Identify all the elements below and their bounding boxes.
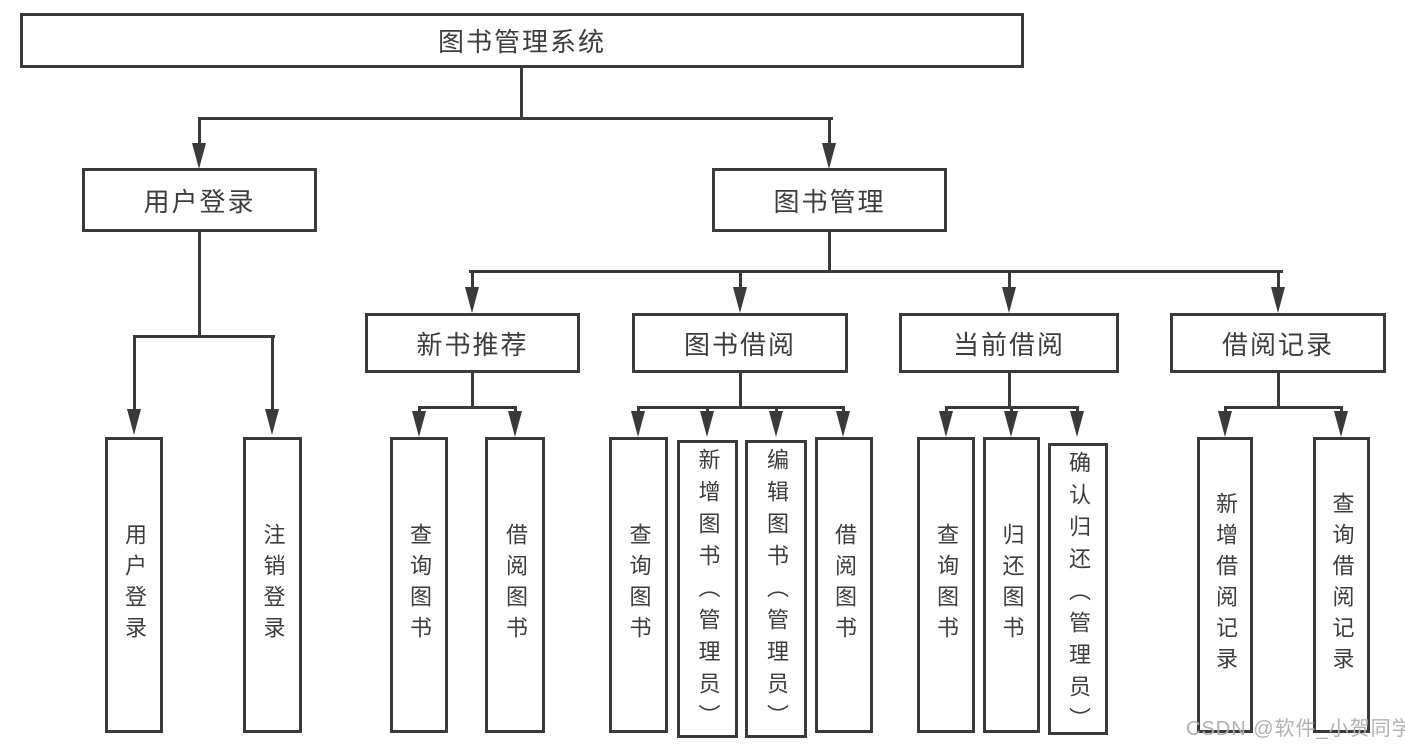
arrow-down-icon xyxy=(192,143,206,169)
node-new-book-recommend-label: 新书推荐 xyxy=(416,329,529,360)
connector-line xyxy=(1224,406,1227,414)
arrow-down-icon xyxy=(822,143,836,169)
connector-line xyxy=(1010,406,1013,414)
arrow-down-icon xyxy=(1218,411,1232,437)
arrow-down-icon xyxy=(1334,411,1348,437)
connector-line xyxy=(198,117,201,145)
arrow-down-icon xyxy=(836,411,850,437)
connector-line xyxy=(418,406,517,409)
connector-line xyxy=(520,68,523,117)
leaf-borrow-books-recommend: 借阅图书 xyxy=(485,437,545,733)
leaf-query-books-recommend: 查询图书 xyxy=(390,437,448,733)
arrow-down-icon xyxy=(769,411,783,437)
connector-line xyxy=(828,117,831,145)
arrow-down-icon xyxy=(1271,287,1285,313)
connector-line xyxy=(133,335,136,411)
leaf-add-book-admin-label: 新增图书（管理员） xyxy=(695,448,721,736)
connector-line xyxy=(198,117,833,120)
connector-line xyxy=(1076,406,1079,414)
connector-line xyxy=(637,406,640,414)
leaf-query-books-recommend-label: 查询图书 xyxy=(407,523,432,647)
leaf-user-login-label: 用户登录 xyxy=(122,523,147,647)
connector-line xyxy=(1224,406,1342,409)
arrow-down-icon xyxy=(508,411,522,437)
connector-line xyxy=(828,232,831,272)
connector-line xyxy=(471,270,474,288)
node-current-borrow-label: 当前借阅 xyxy=(952,329,1065,360)
leaf-edit-book-admin-label: 编辑图书（管理员） xyxy=(764,448,789,736)
arrow-down-icon xyxy=(412,411,426,437)
leaf-query-borrow-record: 查询借阅记录 xyxy=(1313,437,1370,733)
connector-line xyxy=(133,335,275,338)
connector-line xyxy=(1277,373,1280,409)
leaf-query-books-current: 查询图书 xyxy=(917,437,975,733)
arrow-down-icon xyxy=(265,409,279,435)
connector-line xyxy=(775,406,778,414)
connector-line xyxy=(271,335,274,411)
connector-line xyxy=(418,406,421,414)
node-current-borrow: 当前借阅 xyxy=(899,313,1119,373)
connector-line xyxy=(637,406,845,409)
arrow-down-icon xyxy=(1004,411,1018,437)
leaf-return-books-label: 归还图书 xyxy=(999,523,1025,647)
leaf-query-books-current-label: 查询图书 xyxy=(934,523,959,647)
connector-line xyxy=(514,406,517,414)
arrow-down-icon xyxy=(127,409,141,435)
connector-line xyxy=(706,406,709,414)
arrow-down-icon xyxy=(631,411,645,437)
connector-line xyxy=(1340,406,1343,414)
leaf-query-borrow-record-label: 查询借阅记录 xyxy=(1329,492,1355,678)
connector-line xyxy=(1008,270,1011,288)
leaf-edit-book-admin: 编辑图书（管理员） xyxy=(745,440,807,738)
node-borrow-record: 借阅记录 xyxy=(1170,313,1386,373)
leaf-return-books: 归还图书 xyxy=(983,437,1040,733)
leaf-logout: 注销登录 xyxy=(243,437,302,733)
connector-line xyxy=(469,270,1283,273)
leaf-borrow-books-label: 借阅图书 xyxy=(832,523,857,647)
connector-line xyxy=(1008,373,1011,409)
node-user-login: 用户登录 xyxy=(82,168,317,232)
node-book-management-label: 图书管理 xyxy=(773,186,886,217)
leaf-query-books-borrow-label: 查询图书 xyxy=(626,523,652,647)
node-new-book-recommend: 新书推荐 xyxy=(365,313,580,373)
arrow-down-icon xyxy=(465,287,479,313)
leaf-add-borrow-record-label: 新增借阅记录 xyxy=(1213,492,1238,678)
csdn-watermark: CSDN @软件_小贺同学 xyxy=(1186,718,1405,740)
leaf-borrow-books: 借阅图书 xyxy=(815,437,873,733)
node-root: 图书管理系统 xyxy=(20,13,1024,68)
node-book-borrow-label: 图书借阅 xyxy=(683,329,796,360)
node-borrow-record-label: 借阅记录 xyxy=(1221,329,1334,360)
arrow-down-icon xyxy=(939,411,953,437)
leaf-confirm-return-admin-label: 确认归还（管理员） xyxy=(1066,451,1091,739)
connector-line xyxy=(739,270,742,288)
connector-line xyxy=(842,406,845,414)
leaf-add-book-admin: 新增图书（管理员） xyxy=(677,440,738,738)
leaf-borrow-books-recommend-label: 借阅图书 xyxy=(503,523,528,647)
leaf-query-books-borrow: 查询图书 xyxy=(609,437,668,733)
node-root-label: 图书管理系统 xyxy=(437,27,606,57)
arrow-down-icon xyxy=(1002,287,1016,313)
leaf-add-borrow-record: 新增借阅记录 xyxy=(1197,437,1253,733)
connector-line xyxy=(198,232,201,337)
arrow-down-icon xyxy=(700,411,714,437)
node-user-login-label: 用户登录 xyxy=(143,186,256,217)
connector-line xyxy=(1277,270,1280,288)
arrow-down-icon xyxy=(733,287,747,313)
connector-line xyxy=(945,406,948,414)
connector-line xyxy=(471,373,474,409)
node-book-borrow: 图书借阅 xyxy=(632,313,848,373)
leaf-confirm-return-admin: 确认归还（管理员） xyxy=(1048,443,1108,739)
leaf-user-login: 用户登录 xyxy=(105,437,163,733)
node-book-management: 图书管理 xyxy=(712,168,947,232)
arrow-down-icon xyxy=(1070,411,1084,437)
connector-line xyxy=(739,373,742,409)
leaf-logout-label: 注销登录 xyxy=(260,523,286,647)
